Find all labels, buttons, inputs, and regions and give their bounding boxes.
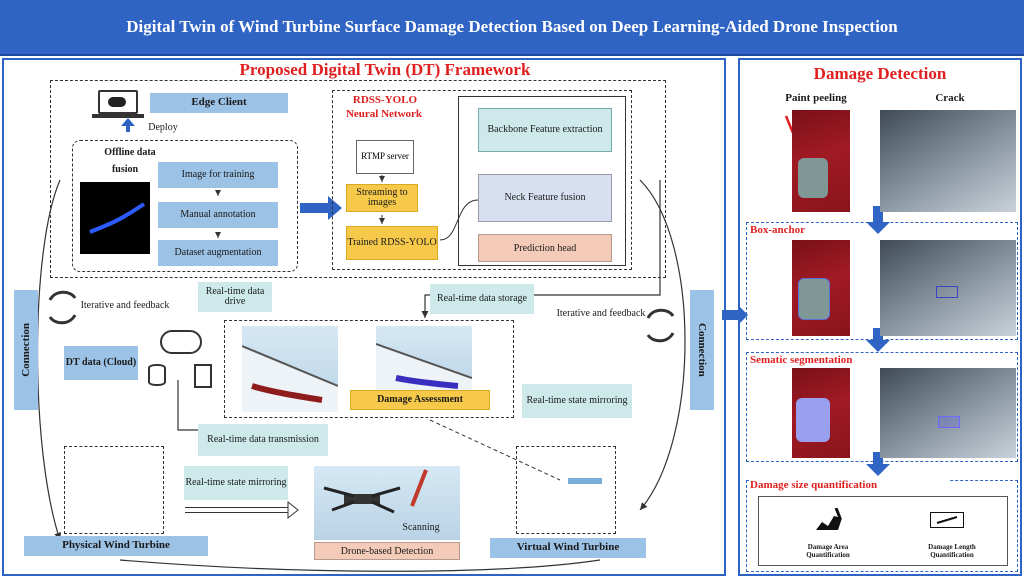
virtual-turbine-frame: [516, 446, 616, 534]
prediction-head-box: Prediction head: [478, 234, 612, 262]
edge-client-label: Edge Client: [150, 93, 288, 113]
rt-state-right-label: Real-time state mirroring: [522, 384, 632, 418]
annotation-thumbnail: [80, 182, 150, 254]
manual-annotation-box: Manual annotation: [158, 202, 278, 228]
crack-photo-2: [880, 240, 1016, 336]
offline-data-box: [72, 140, 298, 272]
neck-box: Neck Feature fusion: [478, 174, 612, 222]
rt-data-drive-label: Real-time data drive: [198, 282, 272, 312]
virtual-turbine-icon: [568, 478, 602, 484]
scanning-label: Scanning: [402, 522, 440, 533]
dataset-aug-box: Dataset augmentation: [158, 240, 278, 266]
area-shape-icon: [812, 507, 848, 534]
streaming-box: Streaming to images: [346, 184, 418, 212]
peeling-photo-2: [792, 240, 850, 336]
database-icon: [148, 364, 166, 386]
laptop-icon: [98, 90, 138, 114]
length-box-icon: [930, 512, 964, 528]
assessment-region: [224, 320, 514, 418]
offline-fusion-label: fusion: [111, 164, 139, 175]
turbine-blade-photo-1: [242, 326, 338, 412]
banner-title: Digital Twin of Wind Turbine Surface Dam…: [0, 0, 1024, 56]
dt-data-label: DT data (Cloud): [64, 346, 138, 380]
trained-rdss-box: Trained RDSS-YOLO: [346, 226, 438, 260]
quant-inner-box: [758, 496, 1008, 566]
image-training-box: Image for training: [158, 162, 278, 188]
physical-turbine-label: Physical Wind Turbine: [24, 536, 208, 556]
server-icon: [194, 364, 212, 388]
damage-title: Damage Detection: [813, 64, 947, 83]
network-inner-box: [458, 96, 626, 266]
damage-assessment-box: Damage Assessment: [350, 390, 490, 410]
area-quant-label: Damage Area Quantification: [806, 543, 850, 559]
backbone-box: Backbone Feature extraction: [478, 108, 612, 152]
framework-title: Proposed Digital Twin (DT) Framework: [239, 60, 531, 79]
drone-detection-label: Drone-based Detection: [314, 542, 460, 560]
cloud-icon: [160, 330, 202, 354]
peeling-photo-1: [792, 110, 850, 212]
rdss-yolo-box: [332, 90, 632, 270]
box-anchor-label: Box-anchor: [750, 224, 805, 236]
paint-peeling-label: Paint peeling: [785, 92, 847, 104]
connection-right: Connection: [690, 290, 714, 410]
crack-label: Crack: [935, 92, 965, 104]
offline-data-title: Offline data: [104, 147, 156, 158]
rt-transmission-label: Real-time data transmission: [198, 424, 328, 456]
length-quant-label: Damage Length Quantification: [928, 543, 976, 559]
connection-left: Connection: [14, 290, 38, 410]
deploy-label: Deploy: [148, 122, 178, 133]
virtual-turbine-label: Virtual Wind Turbine: [490, 538, 646, 558]
crack-photo-1: [880, 110, 1016, 212]
crack-photo-3: [880, 368, 1016, 458]
iterative-left-label: Iterative and feedback: [80, 300, 170, 311]
rt-state-bottom-label: Real-time state mirroring: [184, 466, 288, 500]
drone-photo: [314, 466, 460, 540]
semantic-region: [746, 352, 1018, 462]
physical-turbine-frame: [64, 446, 164, 534]
semantic-label: Sematic segmentation: [750, 354, 853, 366]
rdss-title: RDSS-YOLO: [352, 94, 418, 106]
size-quant-label: Damage size quantification: [750, 479, 950, 491]
rdss-subtitle: Neural Network: [345, 108, 423, 120]
turbine-blade-photo-2: [376, 326, 472, 394]
rt-data-storage-label: Real-time data storage: [430, 284, 534, 314]
top-dashed-region: [50, 80, 666, 278]
iterative-right-label: Iterative and feedback: [556, 308, 646, 319]
peeling-photo-3: [792, 368, 850, 458]
rtmp-server-box: RTMP server: [356, 140, 414, 174]
laptop-base: [92, 114, 144, 118]
box-anchor-region: [746, 222, 1018, 340]
